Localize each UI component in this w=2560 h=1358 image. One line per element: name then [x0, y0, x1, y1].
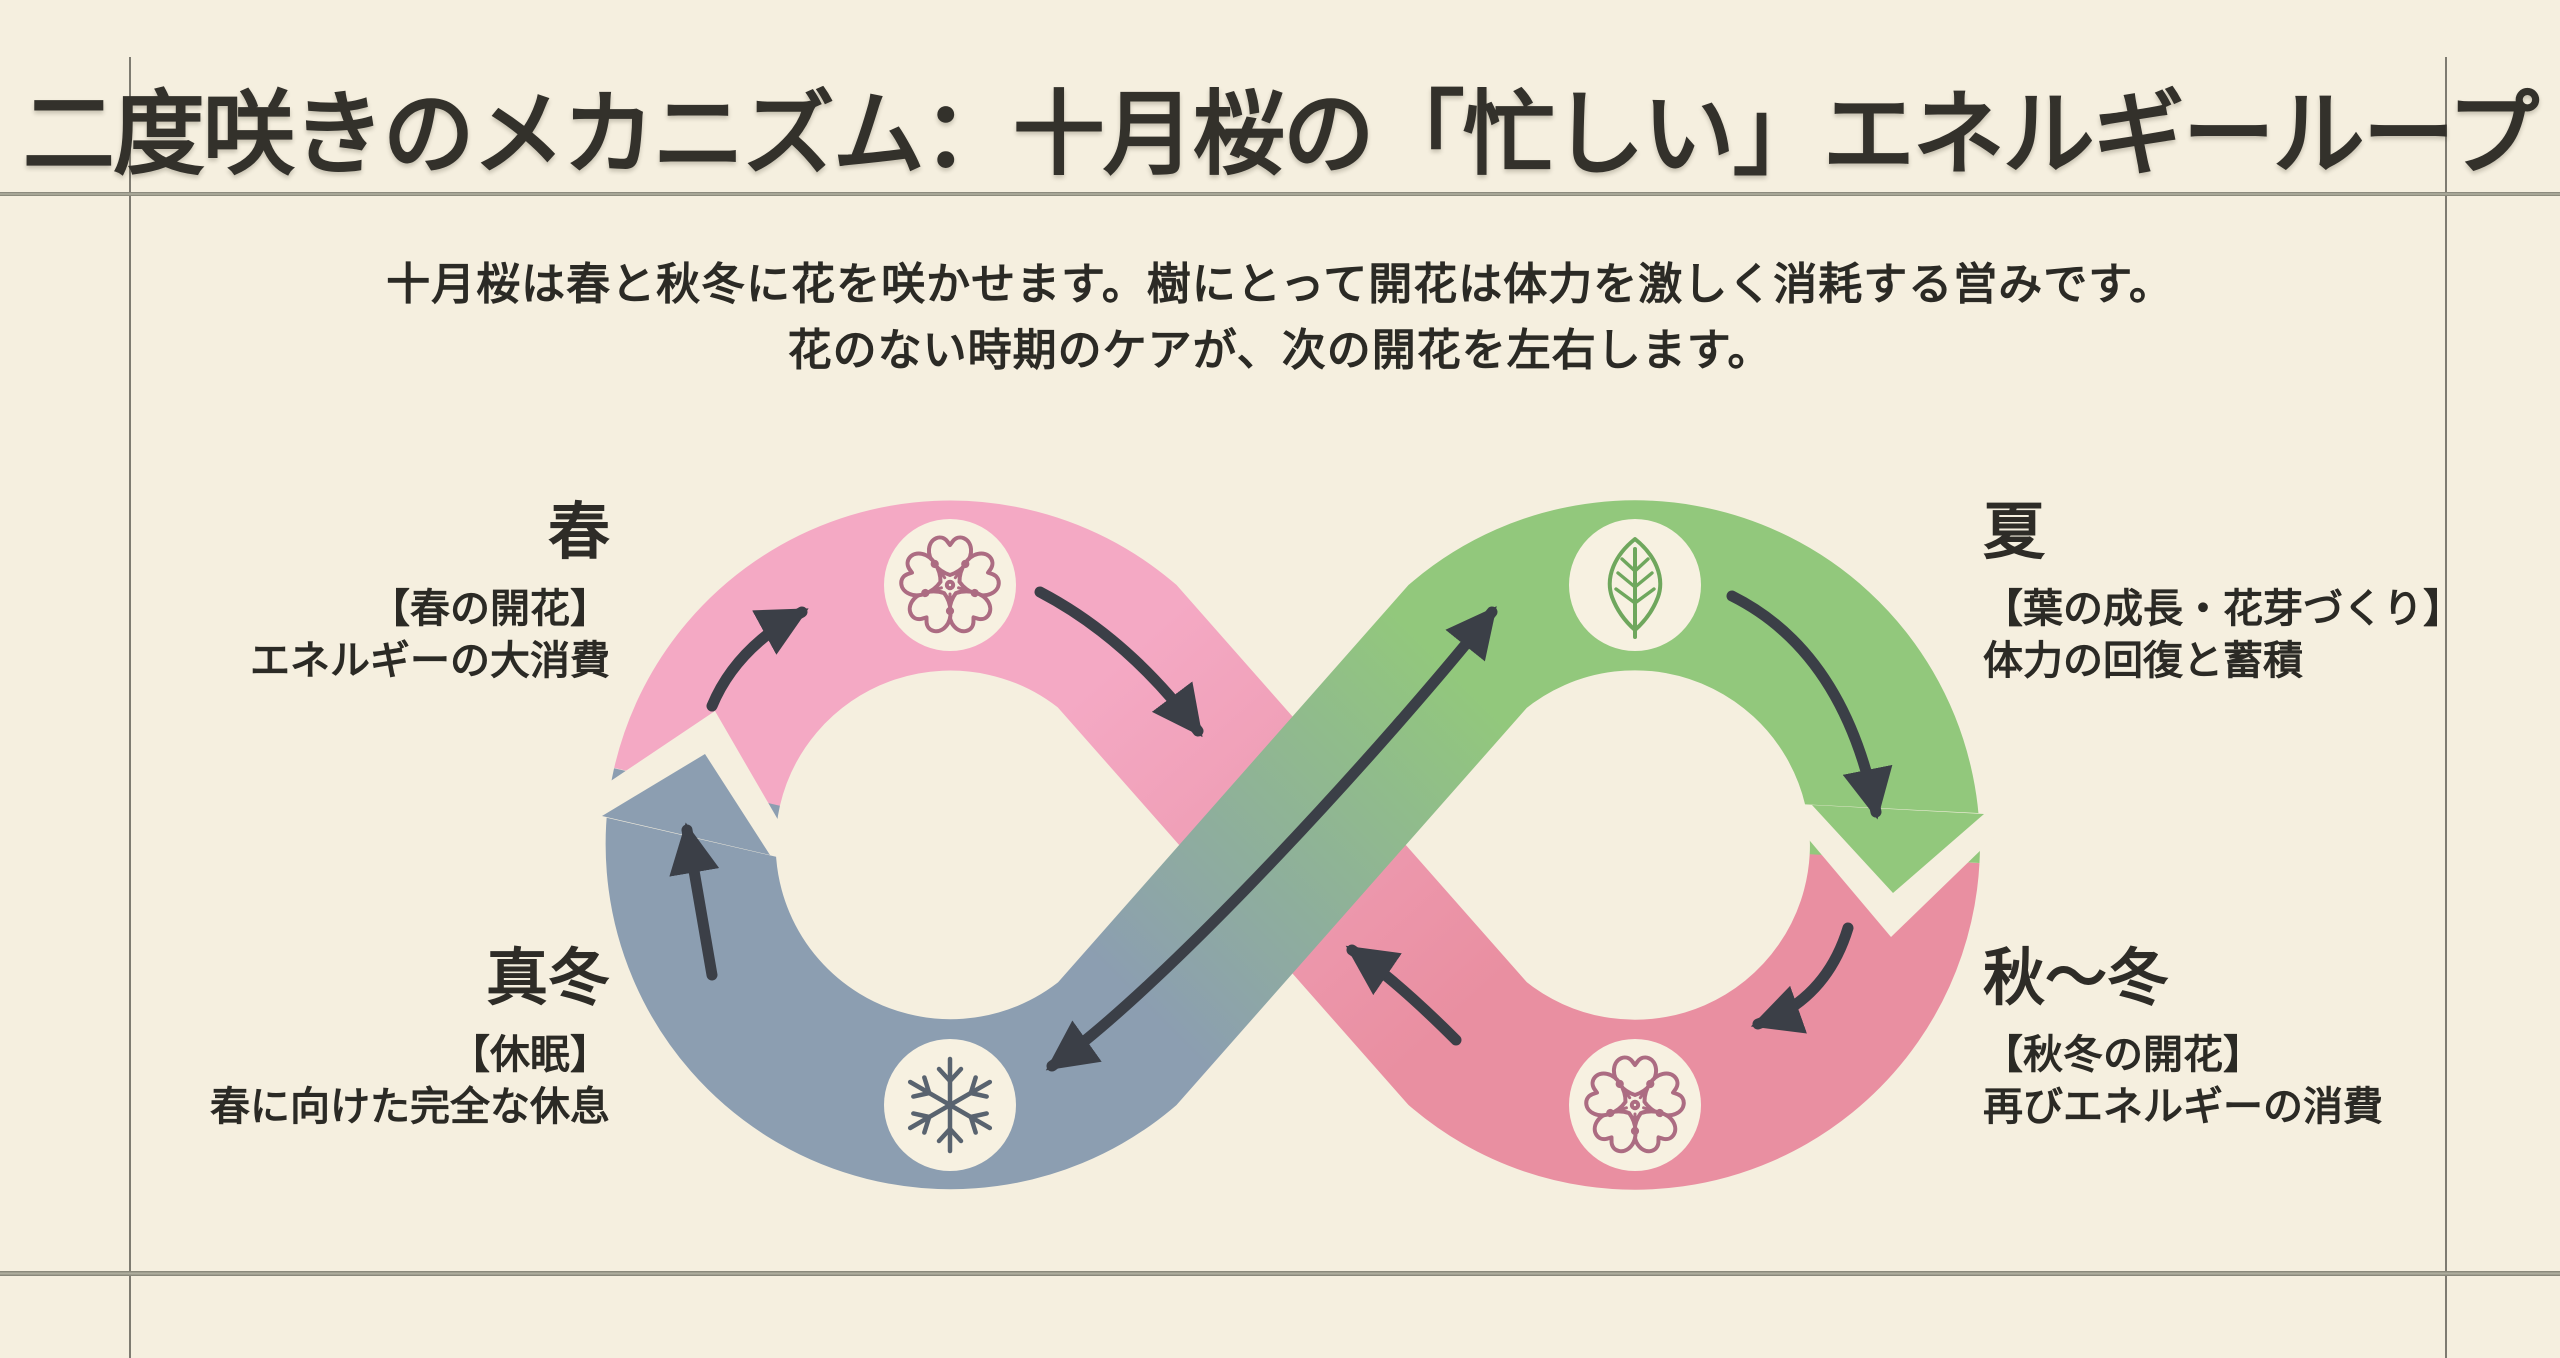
subtitle-line-1: 十月桜は春と秋冬に花を咲かせます。樹にとって開花は体力を激しく消耗する営みです。 — [386, 260, 2174, 309]
sakura-icon — [896, 535, 1004, 636]
phase-desc: 春に向けた完全な休息 — [210, 1085, 610, 1130]
stage-label-midwinter: 真冬 【休眠】 春に向けた完全な休息 — [150, 944, 610, 1133]
frame-right-line — [2445, 57, 2447, 1358]
arrow-autumn-to-center — [1345, 944, 1462, 1046]
season-title: 秋〜冬 — [1983, 944, 2170, 1013]
leaf-icon — [1607, 537, 1663, 639]
stage-label-autumn-winter: 秋〜冬 【秋冬の開花】 再びエネルギーの消費 — [1983, 944, 2503, 1133]
frame-left-line — [129, 57, 131, 1358]
bottom-divider — [0, 1271, 2560, 1276]
band-chevron-right — [1812, 805, 1984, 893]
title-divider — [0, 192, 2560, 196]
arrow-to-spring-bloom — [706, 606, 809, 712]
snowflake-icon — [905, 1056, 996, 1151]
phase-desc: 再びエネルギーの消費 — [1983, 1085, 2383, 1130]
subtitle-line-2: 花のない時期のケアが、次の開花を左右します。 — [787, 326, 1773, 375]
arrow-summer-to-autumn — [1726, 590, 1893, 820]
phase-desc: エネルギーの大消費 — [250, 639, 610, 684]
stage-label-summer: 夏 【葉の成長・花芽づくり】 体力の回復と蓄積 — [1983, 498, 2503, 687]
phase-title: 【春の開花】 — [370, 587, 610, 632]
phase-title: 【秋冬の開花】 — [1983, 1033, 2263, 1078]
page-title: 二度咲きのメカニズム：十月桜の「忙しい」エネルギーループ — [22, 84, 2539, 186]
arrow-center-crossover — [1045, 606, 1498, 1072]
arrow-to-autumn-bloom — [1750, 922, 1854, 1034]
season-title: 夏 — [1983, 498, 2046, 567]
arrow-winter-to-spring — [669, 822, 720, 981]
phase-title: 【休眠】 — [450, 1033, 610, 1078]
phase-desc: 体力の回復と蓄積 — [1983, 639, 2303, 684]
stage-label-spring: 春 【春の開花】 エネルギーの大消費 — [150, 498, 610, 687]
band-chevron-left — [602, 754, 770, 855]
phase-title: 【葉の成長・花芽づくり】 — [1983, 587, 2463, 632]
season-title: 真冬 — [485, 944, 610, 1013]
season-title: 春 — [547, 498, 610, 567]
